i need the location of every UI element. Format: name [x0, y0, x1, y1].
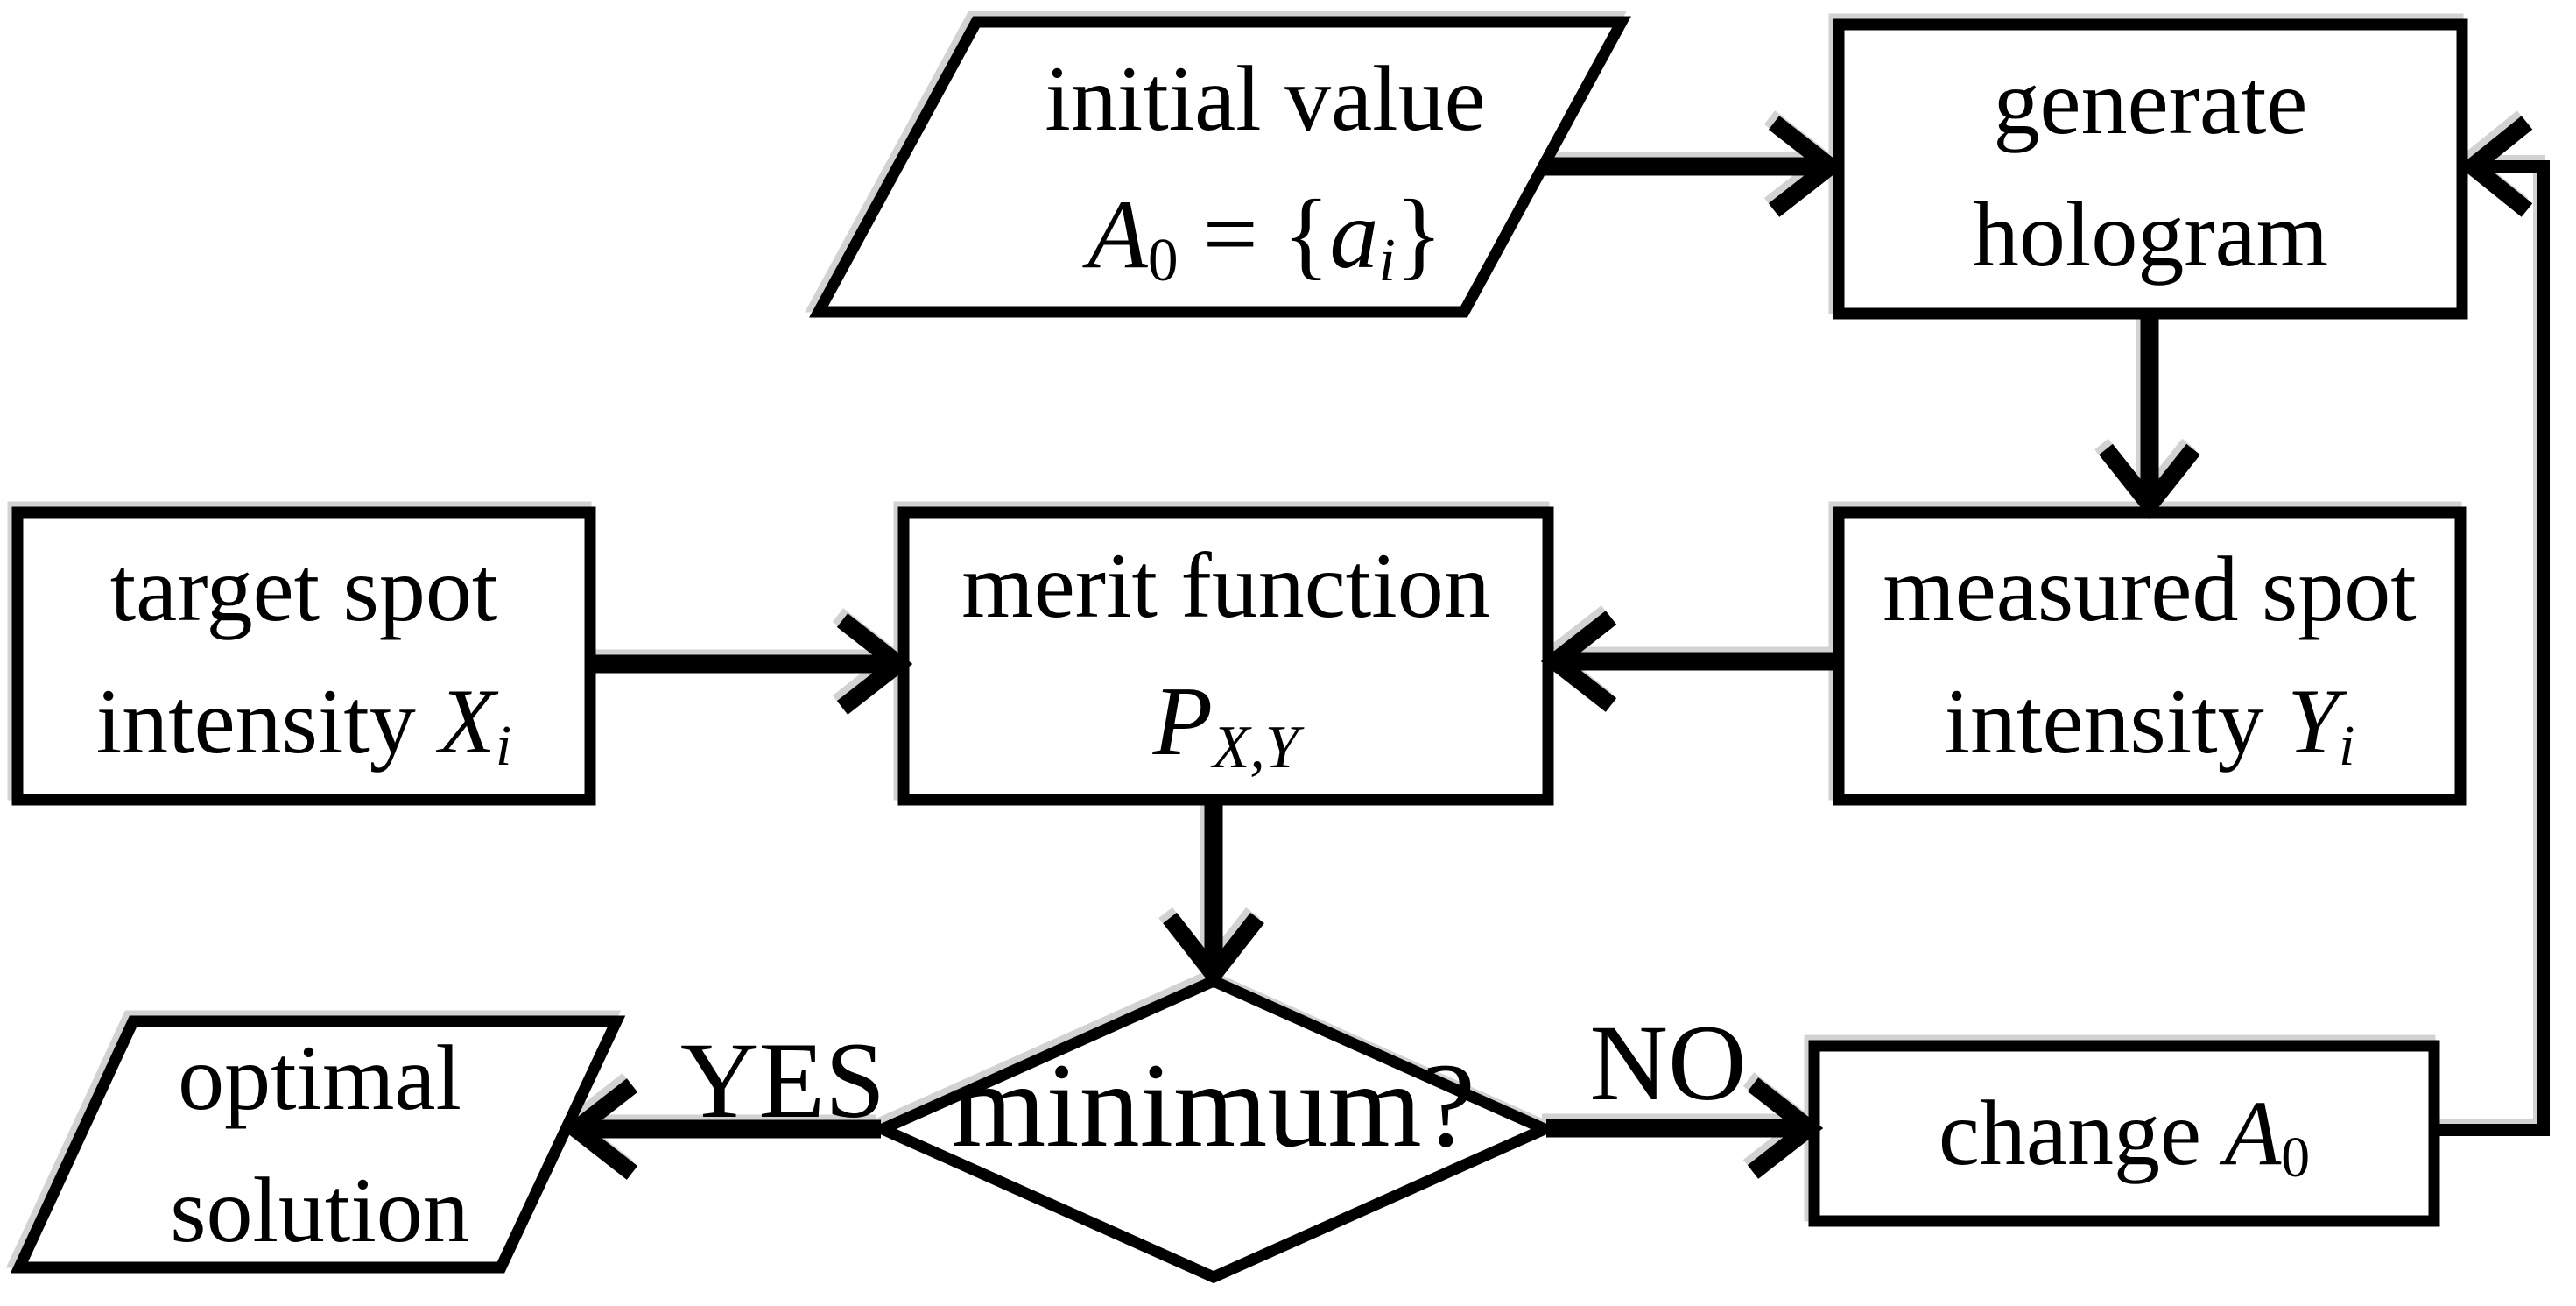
arrow-head — [1540, 611, 1617, 712]
arrow-head — [1163, 912, 1264, 989]
merit-function-label: merit function PX,Y — [904, 512, 1548, 800]
target-spot-shape — [11, 506, 596, 806]
initial-value-line1: initial value — [1045, 47, 1486, 151]
change-a0-label: change A0 — [1814, 1046, 2434, 1221]
optimal-solution-line1: optimal — [178, 1026, 461, 1129]
arrow-generate-to-measured — [2099, 314, 2200, 519]
feedback-line — [2432, 160, 2550, 1136]
initial-value-shape — [809, 16, 1631, 318]
no-edge-label: NO — [1589, 1003, 1747, 1123]
measured-spot-line1: measured spot — [1883, 538, 2417, 641]
merit-function-line1: merit function — [961, 534, 1490, 638]
merit-function-shape — [897, 506, 1554, 806]
arrow-head — [2459, 116, 2533, 217]
arrow-initial-to-generate — [1543, 116, 1845, 217]
target-spot-line1: target spot — [109, 538, 498, 641]
optimal-solution-shape — [10, 1015, 626, 1274]
arrow-merit-to-minimum — [1163, 800, 1264, 989]
minimum-decision-shape — [869, 974, 1559, 1284]
optimal-solution-line2: solution — [170, 1158, 469, 1261]
arrow-head — [836, 613, 913, 715]
target-spot-label: target spot intensity Xi — [18, 512, 590, 800]
arrow-head — [2099, 443, 2200, 519]
measured-spot-line2: intensity Yi — [1944, 670, 2355, 779]
optimal-solution-label: optimal solution — [26, 1021, 613, 1267]
initial-value-formula: A0 = {ai} — [1087, 180, 1443, 294]
arrow-head — [1747, 1077, 1824, 1179]
arrow-head — [1768, 116, 1845, 217]
change-a0-line1: change A0 — [1938, 1081, 2311, 1190]
arrow-minimum-to-optimal-yes — [561, 1078, 881, 1180]
measured-spot-label: measured spot intensity Yi — [1839, 512, 2460, 800]
generate-hologram-label: generate hologram — [1839, 25, 2462, 314]
yes-edge-label: YES — [679, 1020, 886, 1140]
arrow-change-to-generate-feedback — [2432, 116, 2550, 1136]
minimum-decision-label: minimum? — [902, 1007, 1525, 1204]
target-spot-line2: intensity Xi — [95, 670, 512, 779]
generate-hologram-line2: hologram — [1972, 183, 2329, 286]
arrow-measured-to-merit — [1540, 611, 1837, 712]
initial-value-label: initial value A0 = {ai} — [915, 28, 1615, 310]
minimum-decision-text: minimum? — [952, 1038, 1475, 1173]
arrow-head — [561, 1078, 638, 1180]
arrow-target-to-merit — [592, 613, 913, 715]
merit-function-line2: PX,Y — [1152, 667, 1299, 781]
generate-hologram-line1: generate — [1993, 51, 2308, 154]
arrow-minimum-to-change-no — [1546, 1077, 1824, 1179]
measured-spot-shape — [1833, 506, 2467, 806]
